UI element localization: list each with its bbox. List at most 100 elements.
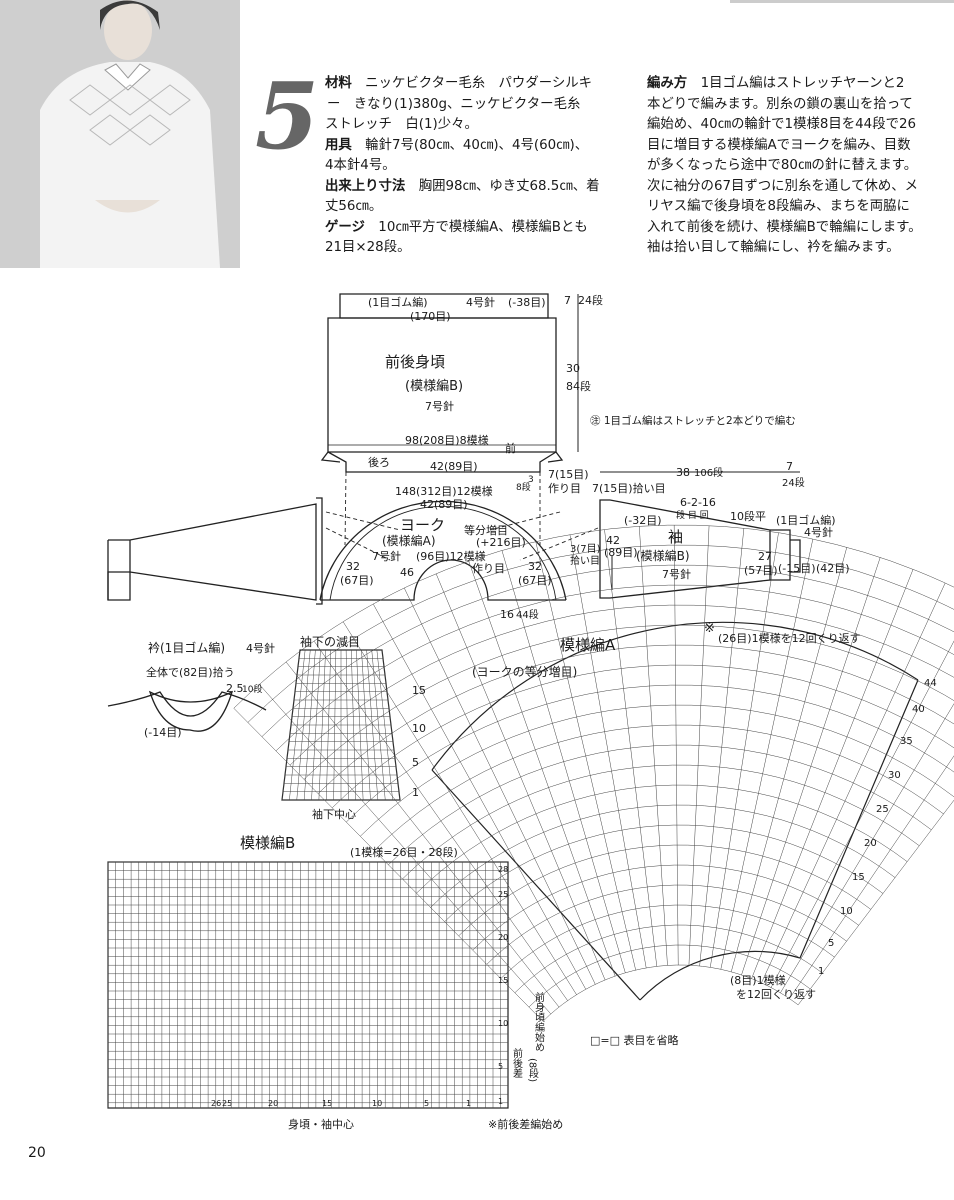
grid-line <box>342 621 577 995</box>
underarm-row-5: 5 <box>412 756 419 769</box>
chart-b-col-label: 15 <box>322 1099 332 1108</box>
sleeve-pick3: 3(7目) <box>570 544 601 555</box>
chart-b-col-label: 5 <box>424 1099 429 1108</box>
grid-line <box>351 649 356 801</box>
legend: □=□ 表目を省略 <box>590 1033 679 1047</box>
chart-b-title: 模様編B <box>240 834 295 852</box>
chart-a-grid <box>233 524 954 1022</box>
materials-block: 材料 ニッケビクター毛糸 パウダーシルキ ー きなり(1)380g、ニッケビクタ… <box>325 74 635 259</box>
gauge-line: 10㎝平方で模様編A、模様編Bとも <box>378 219 588 235</box>
yoke-left-w: 32 <box>346 560 360 573</box>
model-photo <box>0 0 240 268</box>
cuff-sts: (57目) <box>744 564 778 577</box>
cuff-needle: 4号針 <box>804 525 833 539</box>
gusset-cast-label-2: 作り目 <box>548 482 581 495</box>
gusset-label: 42(89目) <box>430 460 478 473</box>
body-dec-label: (-38目) <box>508 296 546 309</box>
grid-line <box>259 684 551 1015</box>
chart-a-row-label: 35 <box>900 736 913 747</box>
materials-line: ストレッチ 白(1)少々。 <box>325 117 478 132</box>
chart-a-outline <box>431 621 919 1001</box>
materials-heading: 材料 <box>325 76 352 91</box>
grid-line <box>535 541 636 971</box>
grid-line <box>751 569 914 979</box>
chart-b-note: 前身頃編始め <box>533 991 545 1052</box>
sleeve-title: 袖 <box>668 528 683 546</box>
sleeve-dec-units: 段 目 回 <box>676 509 709 521</box>
yoke-right-s: (67目) <box>518 574 552 587</box>
yoke-inner-2: 作り目 <box>472 562 505 575</box>
method-heading: 編み方 <box>647 76 688 91</box>
chart-a-mark: ※ <box>704 621 715 636</box>
note-rib: ㊟ 1目ゴム編はストレッチと2本どりで編む <box>590 414 796 427</box>
body-needle: 7号針 <box>425 399 454 413</box>
sleeve-pattern: (模様編B) <box>636 548 690 563</box>
chart-b-row-label: 5 <box>498 1062 503 1071</box>
chart-b-row-label: 25 <box>498 890 508 899</box>
body-schematic <box>320 293 579 473</box>
chart-a-row-label: 1 <box>818 966 824 977</box>
chart-b-col-label: 10 <box>372 1099 382 1108</box>
sleeve-dec-32: (-32目) <box>624 514 662 527</box>
method-line: 目に増目する模様編Aでヨークを編み、目数 <box>647 137 911 153</box>
cuff-length: 7 <box>786 460 793 473</box>
method-line: 袖は拾い目して輪編にし、衿を編みます。 <box>647 240 900 255</box>
body-front-label: 前 <box>505 441 516 455</box>
grid-line <box>233 708 544 1022</box>
grid-line <box>296 649 311 801</box>
yoke-left-s: (67目) <box>340 574 374 587</box>
grid-line <box>741 557 881 976</box>
grid-line <box>345 649 349 801</box>
sleeve-flat: 10段平 <box>730 509 766 523</box>
materials-line: ニッケビクター毛糸 パウダーシルキ <box>365 76 593 91</box>
size-line: 丈56㎝。 <box>325 199 383 214</box>
sleeve-pickup: 7(15目)拾い目 <box>592 481 666 495</box>
body-rib-label: (1目ゴム編) <box>368 295 428 309</box>
size-line: 胸囲98㎝、ゆき丈68.5㎝、着 <box>418 178 600 194</box>
body-sts-label: (170目) <box>410 310 451 323</box>
underarm-title: 袖下の減目 <box>300 634 360 649</box>
gauge-line: 21目×28段。 <box>325 240 411 255</box>
body-pattern: (模様編B) <box>405 378 463 394</box>
grid-line <box>604 529 658 967</box>
grid-line <box>435 573 606 981</box>
method-line: 編始め、40㎝の輪針で1模様8目を44段で26 <box>647 117 917 132</box>
chart-a-row-label: 10 <box>840 906 853 917</box>
grid-line <box>373 603 587 990</box>
yoke-outer: 148(312目)12模様 <box>395 484 493 498</box>
grid-line <box>311 649 321 801</box>
chart-b-row-label: 15 <box>498 976 508 985</box>
pattern-number: 5 <box>255 62 320 170</box>
chart-b-start: ※前後差編始め <box>488 1117 563 1131</box>
yoke-inc: 等分増目 <box>464 523 508 537</box>
gauge-heading: ゲージ <box>325 219 365 235</box>
sleeve-sts: (89目) <box>604 546 638 559</box>
method-line: 次に袖分の67目ずつに別糸を通して休め、メ <box>647 178 919 194</box>
short-rows: 8段 <box>516 481 531 493</box>
grid-line <box>569 534 647 968</box>
grid-line <box>326 649 331 801</box>
underarm-row-15: 15 <box>412 684 426 697</box>
grid-line <box>313 640 568 1001</box>
chart-b-row-label: 10 <box>498 1019 508 1028</box>
collar-title: 衿(1目ゴム編) <box>148 640 225 655</box>
rib-height: 7 <box>564 294 571 307</box>
chart-b-col-label: 26 <box>211 1099 221 1108</box>
yoke-inc-2: (+216目) <box>476 536 526 549</box>
yoke-inner: (96目)12模様 <box>416 549 486 563</box>
cuff-rows: 24段 <box>782 476 805 489</box>
grid-line <box>730 547 848 972</box>
grid-line <box>797 799 954 1006</box>
chart-a-repeat-top: (26目)1模様を12回くり返す <box>718 631 861 645</box>
underarm-row-10: 10 <box>412 722 426 735</box>
yoke-title: ヨーク <box>400 516 445 534</box>
grid-line <box>761 582 946 983</box>
chart-b-row-label: 20 <box>498 933 508 942</box>
body-rows: 84段 <box>566 379 591 393</box>
page-number: 20 <box>28 1145 46 1161</box>
grid-arc <box>360 704 954 837</box>
body-needle-label: 4号針 <box>466 295 495 309</box>
collar-pickup: 全体で(82目)拾う <box>146 665 235 679</box>
rib-rows: 24段 <box>578 293 603 307</box>
grid-arc <box>289 604 954 766</box>
